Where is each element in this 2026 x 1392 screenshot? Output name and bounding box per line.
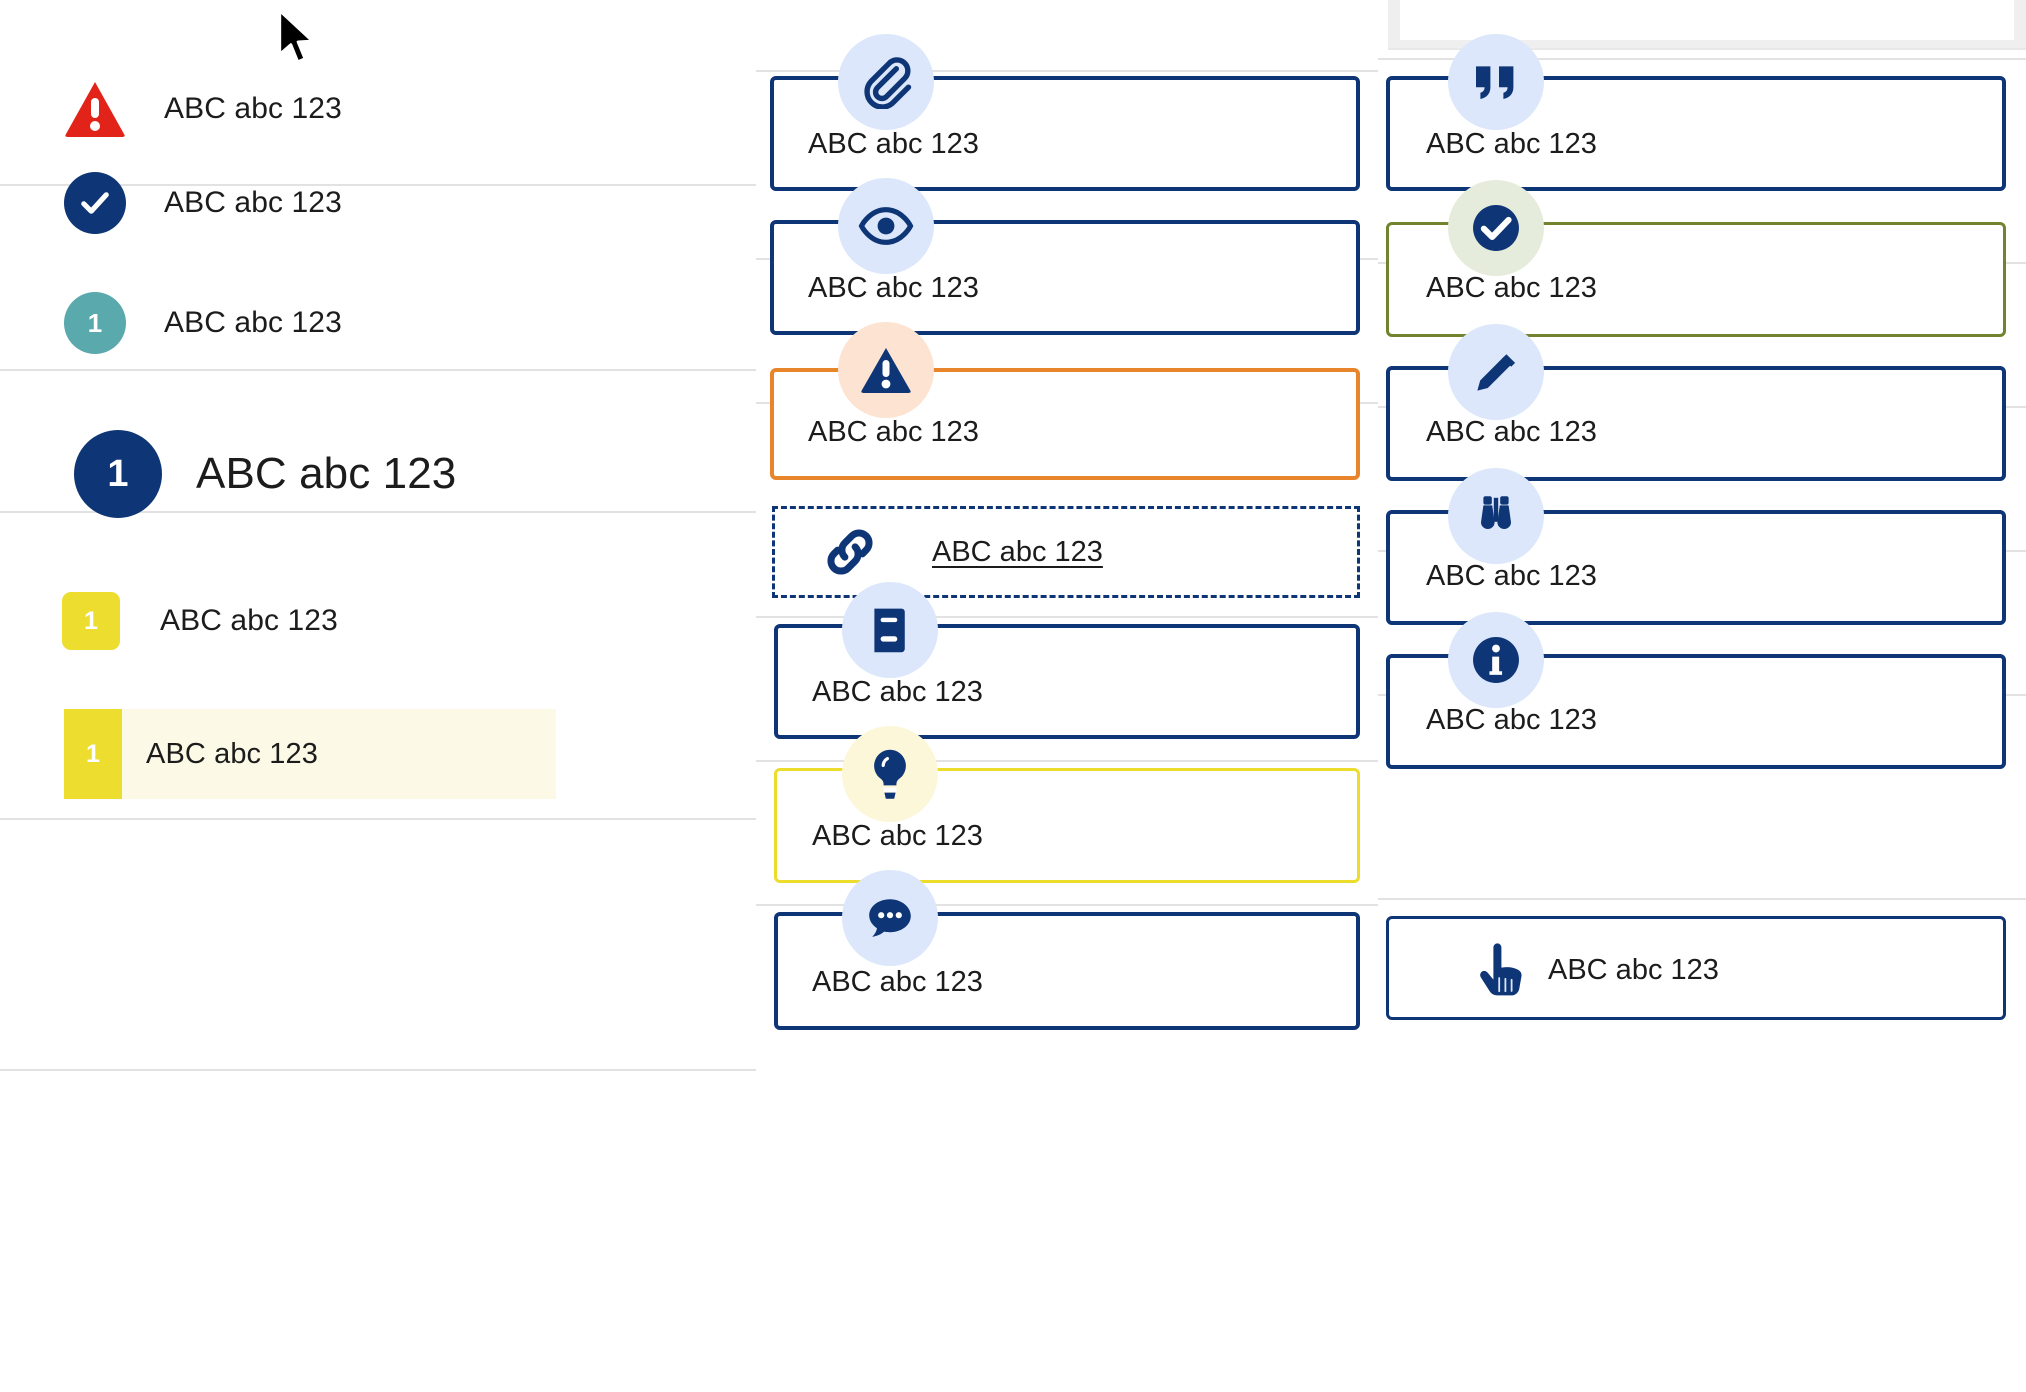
card-label: ABC abc 123 [808,128,979,160]
column-divider [756,904,1378,906]
badge-value: 1 [87,307,103,338]
binoculars-icon [1448,468,1544,564]
badge-value: 1 [86,739,100,768]
background-panel-inner [1400,0,2014,40]
sidebar-divider [0,184,756,186]
card-label: ABC abc 123 [812,966,983,998]
number-bar-yellow-badge: 1 [64,709,122,799]
card-label: ABC abc 123 [808,416,979,448]
right-card-column: ABC abc 123 ABC abc 123 ABC abc 123 ABC … [1378,0,2026,1392]
sidebar-item-label: ABC abc 123 [164,186,342,219]
card-link-label[interactable]: ABC abc 123 [932,536,1103,568]
column-divider [1378,898,2026,900]
number-square-yellow-badge: 1 [62,592,120,650]
column-divider [756,760,1378,762]
pointing-hand-icon [1470,938,1532,1000]
sidebar-item-count-teal[interactable]: 1 ABC abc 123 [0,292,756,354]
card-label: ABC abc 123 [1426,560,1597,592]
badge-value: 1 [84,606,98,635]
check-circle-navy-icon [64,172,126,234]
book-icon [842,582,938,678]
number-circle-teal-badge: 1 [64,292,126,354]
card-label: ABC abc 123 [1548,954,1719,986]
card-label: ABC abc 123 [1426,272,1597,304]
sidebar-item-label: ABC abc 123 [164,306,342,339]
lightbulb-icon [842,726,938,822]
number-circle-navy-badge: 1 [74,430,162,518]
check-circle-icon [1448,180,1544,276]
chat-bubble-icon [842,870,938,966]
column-divider [756,70,1378,72]
card-action[interactable] [1386,916,2006,1020]
sidebar-divider [0,1069,756,1071]
warning-triangle-icon [838,322,934,418]
sidebar-item-label: ABC abc 123 [146,737,318,770]
card-label: ABC abc 123 [1426,128,1597,160]
sidebar: ABC abc 123 ABC abc 123 1 ABC abc 123 1 … [0,0,756,1392]
sidebar-item-label: ABC abc 123 [164,92,342,125]
sidebar-item-count-navy-large[interactable]: 1 ABC abc 123 [0,430,756,518]
card-label: ABC abc 123 [1426,704,1597,736]
paperclip-icon [838,34,934,130]
card-label: ABC abc 123 [808,272,979,304]
sidebar-item-status-success[interactable]: ABC abc 123 [0,172,756,234]
info-circle-icon [1448,612,1544,708]
card-label: ABC abc 123 [812,820,983,852]
warning-triangle-red-icon [64,78,126,140]
badge-value: 1 [107,452,129,495]
sidebar-divider [0,511,756,513]
column-divider [1378,58,2026,60]
column-divider [756,616,1378,618]
quote-icon [1448,34,1544,130]
card-label: ABC abc 123 [1426,416,1597,448]
sidebar-item-count-yellow[interactable]: 1 ABC abc 123 [0,592,756,650]
card-label: ABC abc 123 [812,676,983,708]
card-link[interactable] [772,506,1360,598]
sidebar-item-label: ABC abc 123 [196,449,457,498]
sidebar-item-label: ABC abc 123 [160,604,338,637]
pencil-icon [1448,324,1544,420]
eye-icon [838,178,934,274]
card-observe[interactable] [1386,510,2006,625]
sidebar-divider [0,369,756,371]
sidebar-item-alert-error[interactable]: ABC abc 123 [0,78,756,140]
middle-card-column: ABC abc 123 ABC abc 123 ABC abc 123 ABC … [756,0,1378,1392]
sidebar-item-count-yellow-selected[interactable]: 1 ABC abc 123 [64,709,556,799]
sidebar-divider [0,818,756,820]
mouse-cursor [275,8,319,73]
chain-link-icon [804,506,896,598]
